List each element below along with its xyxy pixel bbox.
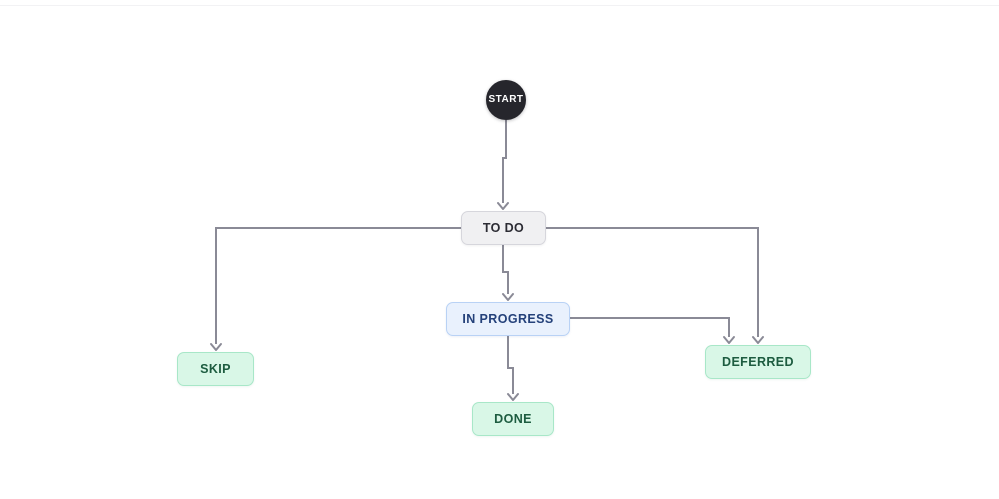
node-deferred[interactable]: DEFERRED	[705, 345, 811, 379]
edge-todo-to-inprogress	[502, 245, 509, 294]
edge-todo-to-deferred	[546, 227, 759, 337]
node-label-done: DONE	[494, 411, 532, 426]
edge-todo-to-skip	[215, 227, 461, 344]
arrowhead-todo-to-deferred	[752, 336, 764, 344]
edge-inprogress-to-done	[507, 336, 514, 394]
node-label-skip: SKIP	[200, 361, 231, 376]
node-todo[interactable]: TO DO	[461, 211, 546, 245]
node-label-in_progress: IN PROGRESS	[462, 311, 554, 326]
top-divider	[0, 5, 999, 6]
arrowhead-todo-to-inprogress	[502, 293, 514, 301]
node-done[interactable]: DONE	[472, 402, 554, 436]
arrowhead-todo-to-skip	[210, 343, 222, 351]
node-start[interactable]: START	[486, 80, 526, 120]
arrowhead-inprogress-to-done	[507, 393, 519, 401]
node-label-start: START	[488, 94, 524, 105]
arrowhead-start-to-todo	[497, 202, 509, 210]
edge-start-to-todo	[502, 120, 507, 203]
node-label-todo: TO DO	[482, 220, 525, 235]
node-in_progress[interactable]: IN PROGRESS	[446, 302, 570, 336]
arrowhead-inprogress-to-deferred	[723, 336, 735, 344]
node-label-deferred: DEFERRED	[722, 354, 794, 369]
node-skip[interactable]: SKIP	[177, 352, 254, 386]
edge-inprogress-to-deferred	[570, 317, 730, 337]
